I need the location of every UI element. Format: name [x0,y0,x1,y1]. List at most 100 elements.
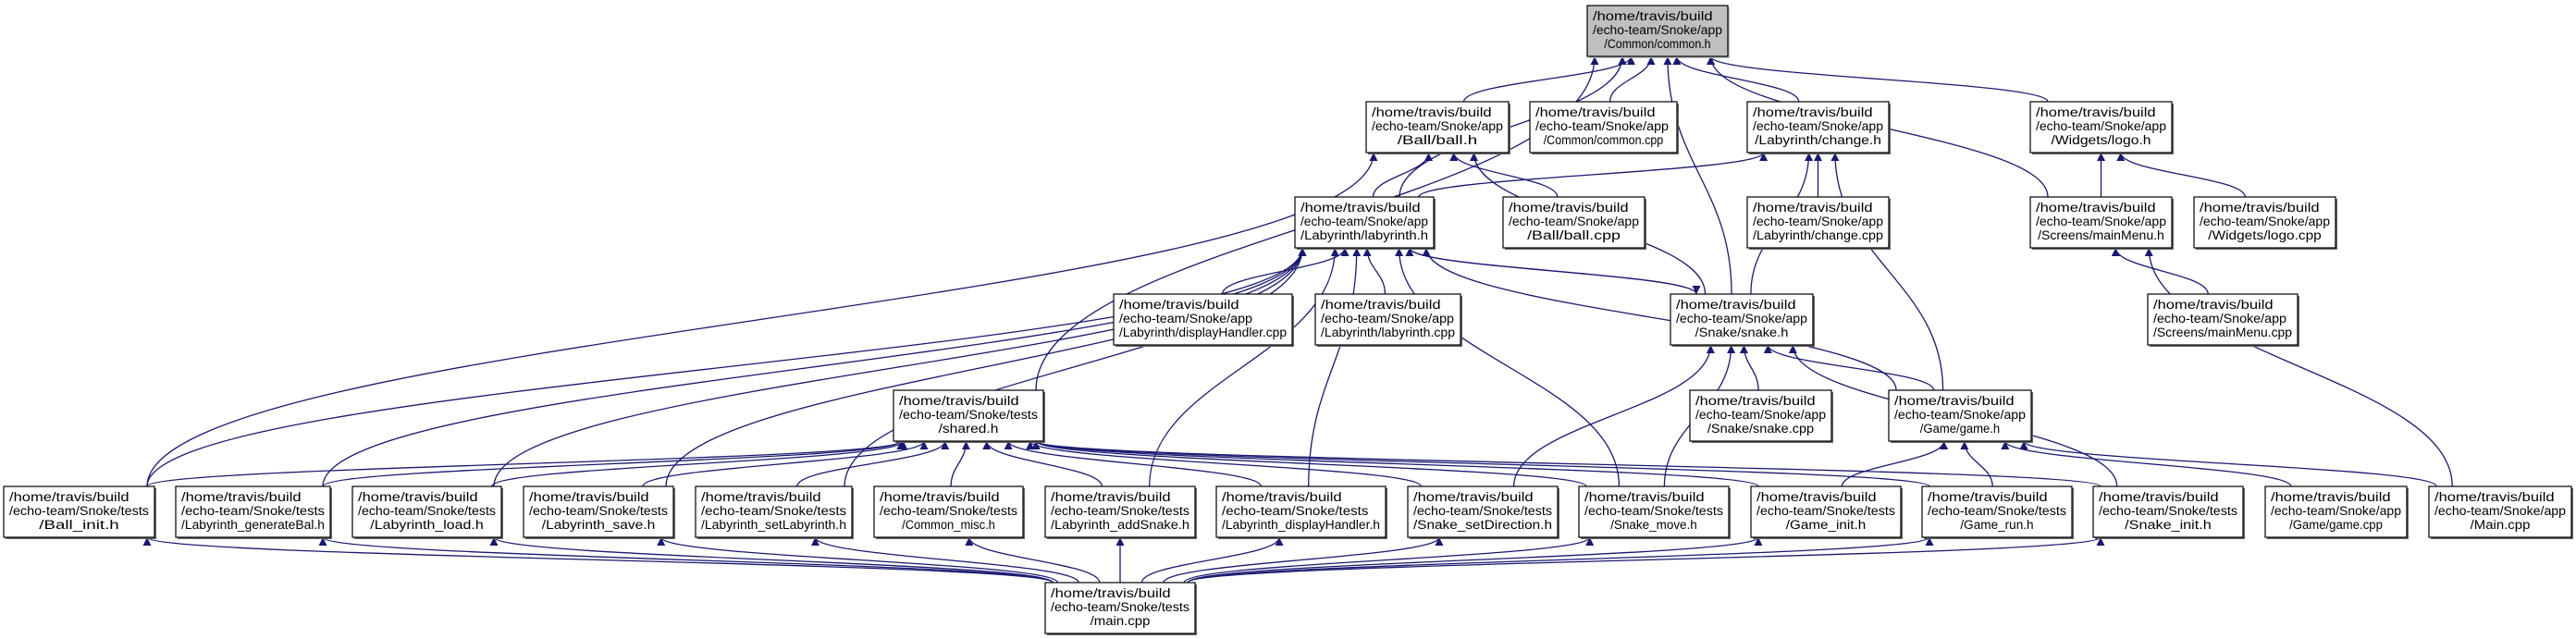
node-ball-h[interactable]: /home/travis/build/echo-team/Snoke/app/B… [1365,101,1510,154]
node-label-line: /Snake_setDirection.h [1413,518,1552,532]
edge-Common_misc_h-to-shared_h [950,440,970,487]
edge-Ball_init_h-to-shared_h [146,440,906,487]
node-label-line: /Labyrinth/change.h [1755,133,1881,147]
node-Main-cpp[interactable]: /home/travis/build/echo-team/Snoke/app/M… [2428,485,2573,539]
node-label-line: /Ball_init.h [39,518,118,532]
node-label-line: /echo-team/Snoke/app [1509,215,1639,228]
edge-game_h-to-snake_h [1763,344,1935,391]
node-label-line: /Labyrinth_save.h [542,518,655,532]
edge-Labyrinth_displayHandler_h-to-shared_h [1004,440,1263,487]
node-label-line: /home/travis/build [899,394,1019,408]
node-label-line: /echo-team/Snoke/tests [1584,504,1723,518]
edge-Snake_setDirection_h-to-shared_h [1026,440,1422,487]
node-common-cpp[interactable]: /home/travis/build/echo-team/Snoke/app/C… [1529,101,1679,154]
node-box [1746,101,1890,154]
node-label-line: /echo-team/Snoke/app [1535,119,1669,133]
node-Labyrinth-save-h[interactable]: /home/travis/build/echo-team/Snoke/tests… [523,485,675,539]
node-box [2092,485,2244,538]
edge-Game_run_h-to-game_h [1960,440,1993,487]
node-label-line: /echo-team/Snoke/app [1695,408,1826,422]
edge-Labyrinth_load_h-to-labyrinth_h [493,247,1307,487]
node-Snake-setDirection-h[interactable]: /home/travis/build/echo-team/Snoke/tests… [1407,485,1559,539]
node-displayHandler-cpp[interactable]: /home/travis/build/echo-team/Snoke/app/L… [1113,293,1294,347]
node-logo-h[interactable]: /home/travis/build/echo-team/Snoke/app/W… [2029,101,2174,154]
node-Labyrinth-addSnake-h[interactable]: /home/travis/build/echo-team/Snoke/tests… [1044,485,1197,539]
edge-main_cpp-to-Snake_move_h [1183,536,1595,584]
node-label-line: /echo-team/Snoke/tests [1222,504,1369,518]
node-box [1750,485,1902,538]
node-main-cpp[interactable]: /home/travis/build/echo-team/Snoke/tests… [1044,582,1197,635]
node-snake-h[interactable]: /home/travis/build/echo-team/Snoke/app/S… [1670,293,1815,347]
node-label-line: /echo-team/Snoke/app [2271,504,2401,518]
node-mainMenu-h[interactable]: /home/travis/build/echo-team/Snoke/app/S… [2029,196,2174,250]
node-Game-run-h[interactable]: /home/travis/build/echo-team/Snoke/tests… [1921,485,2074,539]
edge-change_h-to-common_h [1672,55,1800,103]
node-box [3,485,155,538]
node-change-cpp[interactable]: /home/travis/build/echo-team/Snoke/app/L… [1746,196,1891,250]
node-Labyrinth-load-h[interactable]: /home/travis/build/echo-team/Snoke/tests… [351,485,503,539]
node-label-line: /Labyrinth/change.cpp [1753,228,1883,242]
node-label-line: /home/travis/build [2434,490,2555,504]
node-box [1215,485,1387,538]
node-mainMenu-cpp[interactable]: /home/travis/build/echo-team/Snoke/app/S… [2147,293,2299,347]
node-label-line: /Labyrinth/labyrinth.h [1300,228,1428,242]
node-label-line: /echo-team/Snoke/tests [358,504,496,518]
node-label-line: /echo-team/Snoke/app [2434,504,2566,518]
node-Labyrinth-generateBal-h[interactable]: /home/travis/build/echo-team/Snoke/tests… [175,485,332,539]
node-change-h[interactable]: /home/travis/build/echo-team/Snoke/app/L… [1746,101,1891,154]
node-Snake-init-h[interactable]: /home/travis/build/echo-team/Snoke/tests… [2092,485,2245,539]
node-labyrinth-cpp[interactable]: /home/travis/build/echo-team/Snoke/app/L… [1314,293,1462,347]
node-box [2029,101,2173,154]
node-label-line: /home/travis/build [358,490,478,504]
node-label-line: /echo-team/Snoke/app [2036,215,2166,228]
node-label-line: /home/travis/build [1300,201,1421,215]
node-label-line: /home/travis/build [1321,298,1441,312]
node-label-line: /home/travis/build [2099,490,2219,504]
node-label-line: /home/travis/build [2036,105,2156,119]
edge-Labyrinth_setLabyrinth_h-to-shared_h [796,440,950,487]
edge-main_cpp-to-Snake_setDirection_h [1163,536,1444,584]
node-label-line: /main.cpp [1091,614,1151,628]
node-logo-cpp[interactable]: /home/travis/build/echo-team/Snoke/app/W… [2193,196,2337,250]
node-Snake-move-h[interactable]: /home/travis/build/echo-team/Snoke/tests… [1578,485,1731,539]
edge-labyrinth_h-to-ball_h [1372,152,1433,198]
node-Labyrinth-displayHandler-h[interactable]: /home/travis/build/echo-team/Snoke/tests… [1215,485,1387,539]
node-game-cpp[interactable]: /home/travis/build/echo-team/Snoke/app/G… [2264,485,2409,539]
node-box [2428,485,2572,538]
edge-game_h-to-change_h [1830,152,1944,391]
node-Ball-init-h[interactable]: /home/travis/build/echo-team/Snoke/tests… [3,485,156,539]
edge-main_cpp-to-Labyrinth_save_h [657,536,1058,584]
node-ball-cpp[interactable]: /home/travis/build/echo-team/Snoke/app/B… [1502,196,1646,250]
edge-main_cpp-to-Game_run_h [1187,536,1934,584]
node-label-line: /Common/common.cpp [1544,133,1664,147]
node-label-line: /echo-team/Snoke/tests [529,504,668,518]
node-Game-init-h[interactable]: /home/travis/build/echo-team/Snoke/tests… [1750,485,1903,539]
node-label-line: /echo-team/Snoke/tests [2099,504,2237,518]
node-game-h[interactable]: /home/travis/build/echo-team/Snoke/app/G… [1888,389,2033,443]
edge-main_cpp-to-Labyrinth_setLabyrinth_h [811,536,1079,584]
edge-Labyrinth_displayHandler_h-to-labyrinth_h [1308,247,1362,487]
node-Common-misc-h[interactable]: /home/travis/build/echo-team/Snoke/tests… [873,485,1025,539]
node-label-line: /home/travis/build [1051,490,1171,504]
nodes-layer: /home/travis/build/echo-team/Snoke/app/C… [3,5,2573,635]
node-shared-h[interactable]: /home/travis/build/echo-team/Snoke/tests… [893,389,1045,443]
node-label-line: /echo-team/Snoke/app [1676,312,1807,326]
node-box [351,485,502,538]
node-Labyrinth-setLabyrinth-h[interactable]: /home/travis/build/echo-team/Snoke/tests… [695,485,854,539]
node-box [2264,485,2408,538]
node-label-line: /home/travis/build [1535,105,1656,119]
node-snake-cpp[interactable]: /home/travis/build/echo-team/Snoke/app/S… [1689,389,1833,443]
node-labyrinth-h[interactable]: /home/travis/build/echo-team/Snoke/app/L… [1294,196,1436,250]
node-label-line: /home/travis/build [1372,105,1492,119]
node-box [1314,293,1461,346]
edge-Game_init_h-to-game_h [1841,440,1949,487]
node-label-line: /home/travis/build [1222,490,1342,504]
edge-game_h-to-labyrinth_h [1422,247,1897,391]
node-label-line: /echo-team/Snoke/app [1753,215,1883,228]
node-box [1365,101,1510,154]
edge-Labyrinth_save_h-to-shared_h [642,440,929,487]
node-label-line: /Snake/snake.h [1695,326,1789,339]
node-box [893,389,1044,442]
edge-Labyrinth_addSnake_h-to-labyrinth_h [1149,247,1339,487]
node-box [1294,196,1435,249]
